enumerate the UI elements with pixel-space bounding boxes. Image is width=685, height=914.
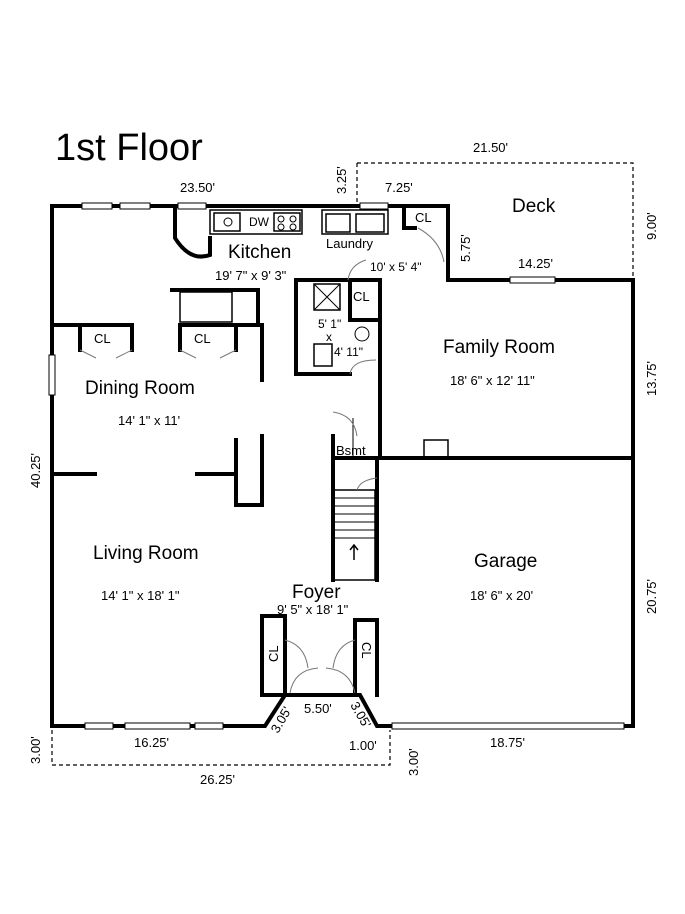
garage-size: 18' 6" x 20' (470, 588, 533, 603)
dining-closet-left-label: CL (94, 331, 111, 346)
kitchen-size: 19' 7" x 9' 3" (215, 268, 287, 283)
dim-top-mid: 3.25' (334, 166, 349, 194)
basement-label: Bsmt (336, 443, 366, 458)
dim-left-side: 40.25' (28, 453, 43, 488)
exterior-walls (50, 204, 635, 728)
dining-room-label: Dining Room (85, 378, 195, 399)
dim-family-side: 13.75' (644, 361, 659, 396)
dining-room-size: 14' 1" x 11' (118, 413, 180, 428)
dim-bottom-front: 5.50' (304, 701, 332, 716)
living-room-label: Living Room (93, 543, 199, 564)
dim-porch-width: 26.25' (200, 772, 235, 787)
dim-deck-width: 21.50' (473, 140, 508, 155)
dim-bay-right: 3.05' (347, 699, 374, 731)
windows (48, 202, 625, 730)
laundry-label: Laundry (326, 236, 373, 251)
door-swings (79, 227, 445, 694)
laundry-closet-label: CL (415, 210, 432, 225)
deck-outline (357, 162, 634, 280)
dim-bay-left: 3.05' (268, 704, 295, 736)
fixtures (213, 212, 385, 560)
deck-label: Deck (512, 196, 556, 217)
dim-garage-front: 3.00' (406, 748, 421, 776)
foyer-closet-right-label: CL (359, 642, 374, 659)
bath-size-w: 5' 1" (318, 317, 341, 331)
dim-garage-side: 20.75' (644, 579, 659, 614)
family-room-size: 18' 6" x 12' 11" (450, 373, 535, 388)
foyer-size: 9' 5" x 18' 1" (277, 602, 349, 617)
bath-closet-label: CL (353, 289, 370, 304)
kitchen-label: Kitchen (228, 242, 291, 263)
dining-closet-right-label: CL (194, 331, 211, 346)
interior-walls (50, 204, 635, 697)
dim-family-top: 14.25' (518, 256, 553, 271)
living-room-size: 14' 1" x 18' 1" (101, 588, 180, 603)
garage-label: Garage (474, 551, 537, 572)
dim-porch-step: 1.00' (349, 738, 377, 753)
porch-outline (51, 730, 391, 766)
laundry-size: 10' x 5' 4" (370, 260, 422, 274)
dim-bottom-left: 16.25' (134, 735, 169, 750)
dim-top-left: 23.50' (180, 180, 215, 195)
dim-deck-depth: 9.00' (644, 212, 659, 240)
dim-top-laundry: 7.25' (385, 180, 413, 195)
family-room-label: Family Room (443, 337, 555, 358)
bath-size-x: x (326, 330, 332, 344)
dishwasher-label: DW (249, 215, 270, 229)
foyer-label: Foyer (292, 582, 341, 603)
bath-size-h: 4' 11" (334, 345, 363, 359)
floor-title: 1st Floor (55, 127, 203, 169)
dim-deck-step: 5.75' (458, 234, 473, 262)
dim-porch-depth: 3.00' (28, 736, 43, 764)
dim-garage-bottom: 18.75' (490, 735, 525, 750)
foyer-closet-left-label: CL (266, 645, 281, 662)
